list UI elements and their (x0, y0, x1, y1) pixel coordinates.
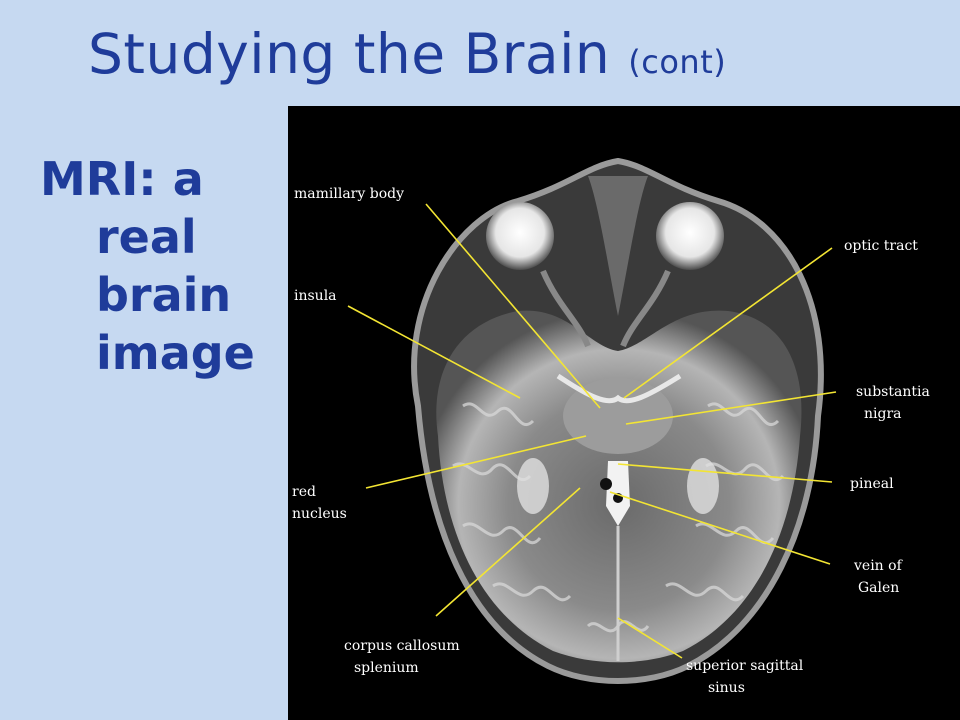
label-splenium: splenium (354, 660, 419, 676)
body-line-4: image (96, 326, 255, 380)
label-nigra: nigra (864, 406, 902, 422)
body-line-3: brain (96, 268, 232, 322)
label-mamillary-body: mamillary body (294, 186, 404, 202)
mri-brain-image: mamillary body optic tract insula substa… (288, 106, 960, 720)
label-red: red (292, 484, 316, 500)
mri-brain-svg: mamillary body optic tract insula substa… (292, 157, 930, 696)
label-superior-sagittal: superior sagittal (686, 658, 804, 674)
nasal (588, 176, 648, 316)
slide-title-main: Studying the Brain (88, 22, 611, 86)
label-pineal: pineal (850, 476, 894, 492)
label-sinus: sinus (708, 680, 745, 696)
left-eye (486, 202, 554, 270)
slide-title-suffix: (cont) (628, 43, 727, 81)
label-optic-tract: optic tract (844, 238, 918, 254)
label-insula: insula (294, 288, 337, 304)
leader-lines (347, 203, 837, 659)
label-substantia: substantia (856, 384, 930, 400)
label-corpus-callosum: corpus callosum (344, 638, 460, 654)
body-line-2: real (96, 210, 197, 264)
label-nucleus: nucleus (292, 506, 347, 522)
body-line-1: MRI: a (40, 152, 204, 206)
label-galen: Galen (858, 580, 899, 596)
right-eye (656, 202, 724, 270)
slide-body: MRI: a real brain image (40, 150, 255, 382)
slide-title: Studying the Brain (cont) (88, 22, 726, 86)
label-vein-of: vein of (853, 558, 904, 574)
